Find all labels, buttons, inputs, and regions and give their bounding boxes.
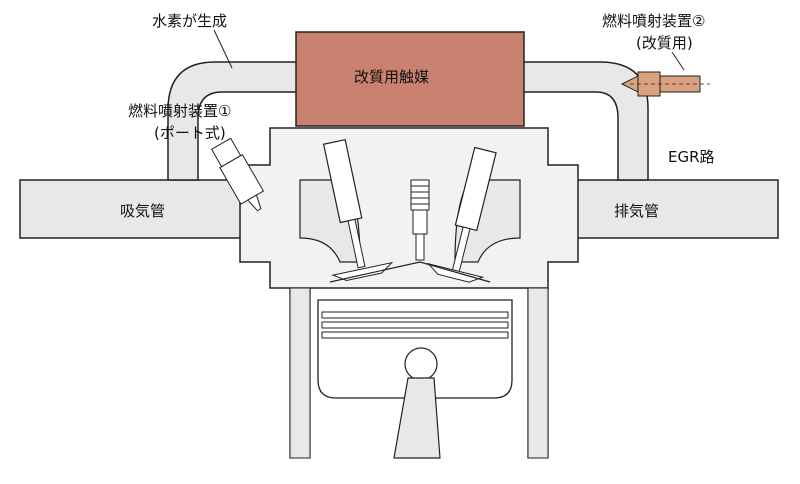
label-hydrogen: 水素が生成 [152, 12, 228, 30]
piston-ring-3 [321, 331, 509, 339]
injector-2-reforming [620, 71, 710, 97]
label-injector2-line1: 燃料噴射装置② [602, 12, 706, 30]
leader-hydrogen [213, 29, 233, 69]
cylinder-wall-right-fill [527, 287, 549, 459]
label-injector1-line1: 燃料噴射装置① [128, 102, 232, 120]
label-egr: EGR路 [668, 148, 715, 166]
spark-plug [410, 179, 430, 261]
label-exhaust: 排気管 [614, 202, 660, 220]
piston-ring-2 [321, 321, 509, 329]
injector-1-port [210, 137, 265, 212]
combustion-chamber [329, 261, 491, 283]
cylinder-wall-left-fill [289, 287, 311, 459]
reforming-catalyst [295, 31, 525, 127]
label-intake: 吸気管 [120, 202, 166, 220]
connecting-rod [393, 377, 441, 459]
leader-injector2 [671, 51, 685, 71]
label-injector1-line2: (ポート式) [154, 124, 226, 142]
piston-ring-1 [321, 311, 509, 319]
label-catalyst: 改質用触媒 [354, 68, 430, 86]
label-injector2-line2: (改質用) [636, 34, 693, 52]
egr-pipe [519, 61, 649, 181]
piston-pin [404, 347, 438, 381]
intake-valve [322, 138, 394, 281]
